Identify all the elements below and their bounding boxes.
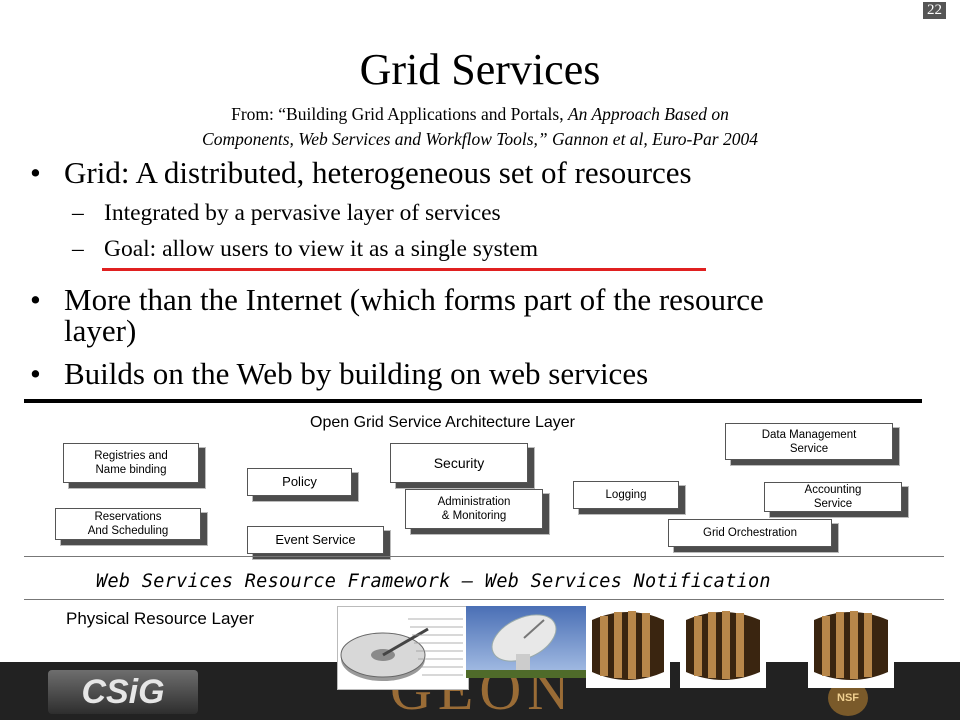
administration-box: Administration & Monitoring [405, 489, 543, 529]
bullet-internet: • More than the Internet (which forms pa… [30, 283, 950, 317]
sub-bullet-goal: – Goal: allow users to view it as a sing… [72, 236, 872, 264]
grid-orchestration-box: Grid Orchestration [668, 519, 832, 547]
bullet-web: • Builds on the Web by building on web s… [30, 357, 930, 391]
sub-bullet-text: Goal: allow users to view it as a single… [104, 236, 539, 262]
server-image-1 [586, 602, 670, 688]
dash-glyph: – [72, 200, 84, 226]
event-service-box: Event Service [247, 526, 384, 554]
bullet-glyph: • [30, 155, 41, 190]
accounting-line1: Accounting [804, 484, 862, 496]
server-image-2 [680, 602, 766, 688]
bullet-text: Grid: A distributed, heterogeneous set o… [64, 155, 692, 190]
wsrf-bottom-rule [24, 599, 944, 600]
csig-logo: CSiG [48, 670, 198, 714]
sub-bullet-integrated: – Integrated by a pervasive layer of ser… [72, 200, 872, 228]
logging-box: Logging [573, 481, 679, 509]
bullet-glyph: • [30, 356, 41, 391]
bullet-grid: • Grid: A distributed, heterogeneous set… [30, 156, 930, 190]
hard-disk-icon [340, 618, 463, 681]
physical-layer-label: Physical Resource Layer [66, 609, 255, 628]
accounting-line2: Service [813, 498, 853, 510]
bullet-text: Builds on the Web by building on web ser… [64, 356, 649, 391]
policy-box: Policy [247, 468, 352, 496]
bullet-glyph: • [30, 282, 41, 317]
slide-title: Grid Services [359, 45, 601, 94]
registries-line2: Name binding [95, 464, 167, 476]
wsrf-top-rule [24, 556, 944, 557]
satellite-dish-icon [466, 614, 586, 678]
data-management-line2: Service [789, 442, 829, 455]
server-rack-icon [686, 611, 760, 680]
administration-line2: & Monitoring [441, 510, 507, 522]
source-subtitle-line1: An Approach Based on [567, 104, 729, 124]
source-citation: From: “Building Grid Applications and Po… [0, 102, 960, 152]
reservations-line2: And Scheduling [87, 525, 169, 537]
data-management-line1: Data Management [761, 428, 857, 441]
reservations-line1: Reservations [94, 511, 162, 523]
slide-number: 22 [923, 2, 946, 19]
hard-disk-image [337, 606, 469, 690]
source-subtitle-line2: Components, Web Services and Workflow To… [202, 129, 758, 149]
satellite-dish-image [466, 606, 586, 678]
bullet-text-line1: More than the Internet (which forms part… [64, 282, 764, 317]
server-rack-icon [592, 611, 664, 680]
red-underline [102, 268, 706, 271]
dash-glyph: – [72, 236, 84, 262]
source-book-title: Building Grid Applications and Portals, [286, 104, 564, 124]
wsrf-label: Web Services Resource Framework – Web Se… [96, 571, 771, 592]
ogsa-top-rule [24, 399, 922, 403]
server-image-3 [808, 602, 894, 688]
administration-line1: Administration [437, 496, 511, 508]
registries-line1: Registries and [94, 450, 168, 462]
security-box: Security [390, 443, 528, 483]
bullet-internet-line2: layer) [64, 313, 137, 348]
sub-bullet-text: Integrated by a pervasive layer of servi… [104, 200, 501, 226]
ogsa-layer-label: Open Grid Service Architecture Layer [310, 414, 576, 431]
server-rack-icon [814, 611, 888, 680]
source-prefix: From: “ [231, 104, 287, 124]
